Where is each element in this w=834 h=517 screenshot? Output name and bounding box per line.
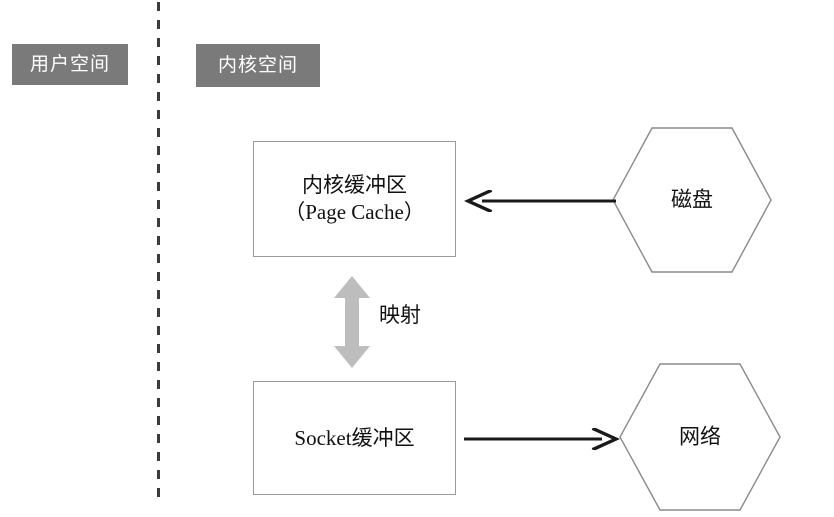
- mapping-double-arrow-icon: [334, 276, 370, 368]
- user-space-label-text: 用户空间: [29, 54, 110, 75]
- disk-hexagon-node: 磁盘: [611, 126, 773, 274]
- kernel-buffer-label-line2: （Page Cache）: [284, 200, 425, 224]
- hexagon-shape-icon: [619, 363, 781, 511]
- kernel-space-label: 内核空间: [196, 44, 320, 87]
- socket-buffer-box: Socket缓冲区: [253, 381, 456, 495]
- network-hexagon-node: 网络: [618, 362, 782, 512]
- socket-to-network-arrow-icon: [464, 428, 620, 450]
- space-divider-dashed-line: [157, 2, 160, 502]
- kernel-buffer-label-line1: 内核缓冲区: [302, 173, 407, 198]
- mapping-label: 映射: [379, 303, 421, 327]
- disk-to-kernel-arrow-icon: [464, 190, 616, 212]
- kernel-space-label-text: 内核空间: [217, 55, 298, 76]
- socket-buffer-label: Socket缓冲区: [294, 425, 415, 450]
- kernel-buffer-box: 内核缓冲区 （Page Cache）: [253, 141, 456, 257]
- disk-label: 磁盘: [671, 187, 713, 212]
- network-label: 网络: [679, 424, 721, 449]
- user-space-label: 用户空间: [12, 44, 128, 85]
